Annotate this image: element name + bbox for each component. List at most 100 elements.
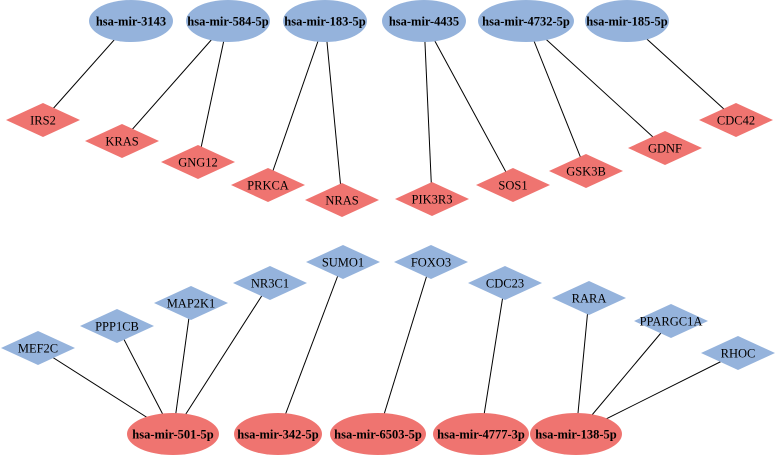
mirna-label: hsa-mir-185-5p [586,15,668,29]
mirna-label: hsa-mir-4777-3p [437,428,525,442]
edge-m4777-cdc23 [480,282,506,435]
mirna-node-m6503: hsa-mir-6503-5p [330,413,426,455]
edge-m183-nras [324,20,343,201]
gene-diamond [552,281,626,315]
gene-label: CDC42 [717,114,755,128]
edge-m342-sumo1 [277,261,344,435]
gene-diamond [468,266,542,300]
mirna-node-m4435: hsa-mir-4435 [382,0,466,42]
gene-diamond [6,103,80,137]
gene-label: CDC23 [486,277,524,291]
gene-label: FOXO3 [411,256,451,270]
gene-label: PIK3R3 [412,193,453,207]
gene-node-rhoc: RHOC [701,336,775,370]
gene-diamond [85,124,159,158]
mirna-node-m183: hsa-mir-183-5p [283,0,367,42]
mirna-node-m4777: hsa-mir-4777-3p [433,413,529,455]
mirna-ellipse [433,413,529,455]
gene-node-ppp1cb: PPP1CB [80,309,154,343]
gene-diamond [699,103,773,137]
gene-label: PPARGC1A [640,315,703,329]
edges-layer [37,20,739,435]
mirna-node-m584: hsa-mir-584-5p [186,0,270,42]
gene-label: SUMO1 [322,256,364,270]
gene-label: MAP2K1 [167,297,216,311]
gene-label: NR3C1 [251,277,289,291]
gene-node-sos1: SOS1 [476,168,550,202]
mirna-node-m185: hsa-mir-185-5p [585,0,669,42]
mirna-ellipse [530,413,622,455]
mirna-ellipse [585,0,669,42]
gene-label: GNG12 [178,156,218,170]
gene-label: GDNF [648,142,682,156]
gene-diamond [306,245,380,279]
edge-m501-nr3c1 [172,282,271,435]
gene-label: RARA [572,292,607,306]
gene-label: PPP1CB [95,320,139,334]
mirna-node-m342: hsa-mir-342-5p [234,413,322,455]
gene-diamond [395,182,469,216]
gene-diamond [394,245,468,279]
gene-diamond [231,168,305,202]
gene-node-foxo3: FOXO3 [394,245,468,279]
gene-node-mef2c: MEF2C [1,331,75,365]
edge-m4732-gsk3b [525,20,587,172]
mirna-label: hsa-mir-584-5p [187,15,269,29]
edge-m501-map2k1 [172,302,192,435]
gene-diamond [701,336,775,370]
mirna-label: hsa-mir-138-5p [535,428,617,442]
gene-diamond [1,331,75,365]
gene-diamond [154,286,228,320]
mirna-ellipse [234,413,322,455]
mirna-node-m4732: hsa-mir-4732-5p [478,0,574,42]
gene-diamond [80,309,154,343]
edge-m183-prkca [267,20,326,186]
mirna-ellipse [283,0,367,42]
gene-node-sumo1: SUMO1 [306,245,380,279]
gene-label: MEF2C [18,342,58,356]
mirna-ellipse [330,413,426,455]
gene-node-irs2: IRS2 [6,103,80,137]
gene-label: NRAS [325,194,358,208]
mirna-ellipse [478,0,574,42]
edge-m4435-pik3r3 [423,20,433,200]
mirna-ellipse [89,0,173,42]
gene-node-rara: RARA [552,281,626,315]
mirna-label: hsa-mir-3143 [96,15,166,29]
mirna-label: hsa-mir-4435 [389,15,459,29]
gene-node-prkca: PRKCA [231,168,305,202]
mirna-label: hsa-mir-6503-5p [334,428,422,442]
edge-m4435-sos1 [423,20,514,186]
gene-node-gsk3b: GSK3B [549,154,623,188]
gene-node-nras: NRAS [305,183,379,217]
mirna-label: hsa-mir-342-5p [237,428,319,442]
gene-node-gdnf: GDNF [628,131,702,165]
mirna-ellipse [186,0,270,42]
gene-label: RHOC [721,347,756,361]
gene-node-ppargc1a: PPARGC1A [634,304,708,338]
mirna-node-m138: hsa-mir-138-5p [530,413,622,455]
gene-diamond [161,145,235,179]
gene-label: GSK3B [566,165,606,179]
gene-label: KRAS [105,135,138,149]
gene-node-nr3c1: NR3C1 [233,266,307,300]
gene-label: PRKCA [247,179,289,193]
mirna-node-m3143: hsa-mir-3143 [89,0,173,42]
gene-node-cdc23: CDC23 [468,266,542,300]
mirna-ellipse [127,413,219,455]
edge-m584-kras [121,20,229,142]
gene-label: IRS2 [30,114,56,128]
gene-node-pik3r3: PIK3R3 [395,182,469,216]
edge-m138-rara [575,297,590,435]
gene-diamond [305,183,379,217]
edge-m584-gng12 [197,20,229,163]
gene-diamond [628,131,702,165]
gene-node-gng12: GNG12 [161,145,235,179]
mirna-node-m501: hsa-mir-501-5p [127,413,219,455]
mirna-label: hsa-mir-183-5p [284,15,366,29]
mirna-label: hsa-mir-4732-5p [482,15,570,29]
gene-node-kras: KRAS [85,124,159,158]
gene-label: SOS1 [498,179,527,193]
